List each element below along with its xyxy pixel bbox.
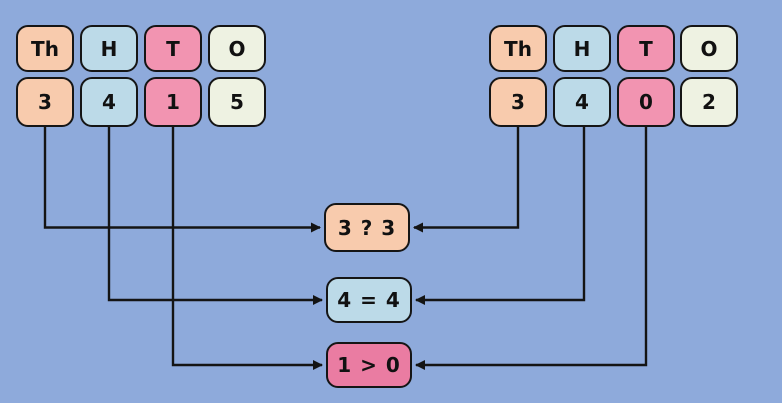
- arrow-right-thousands: [413, 126, 520, 233]
- arrow-left-tens: [171, 126, 323, 370]
- right-digit-ones: 2: [680, 77, 738, 127]
- arrow-left-hundreds: [107, 126, 323, 305]
- arrow-left-thousands: [43, 126, 321, 233]
- right-digit-thousands: 3: [489, 77, 547, 127]
- right-digit-tens: 0: [617, 77, 675, 127]
- left-header-thousands: Th: [16, 25, 74, 72]
- right-header-ones: O: [680, 25, 738, 72]
- comparison-hundreds-box: 4 = 4: [326, 277, 412, 323]
- left-header-hundreds: H: [80, 25, 138, 72]
- arrow-right-hundreds: [415, 126, 586, 305]
- comparison-tens-box: 1 > 0: [326, 342, 412, 388]
- left-digit-ones: 5: [208, 77, 266, 127]
- left-header-ones: O: [208, 25, 266, 72]
- right-header-hundreds: H: [553, 25, 611, 72]
- left-header-tens: T: [144, 25, 202, 72]
- arrow-right-tens: [415, 126, 648, 370]
- right-header-tens: T: [617, 25, 675, 72]
- left-digit-tens: 1: [144, 77, 202, 127]
- right-header-thousands: Th: [489, 25, 547, 72]
- comparison-thousands-box: 3 ? 3: [324, 203, 410, 252]
- left-digit-thousands: 3: [16, 77, 74, 127]
- left-digit-hundreds: 4: [80, 77, 138, 127]
- right-digit-hundreds: 4: [553, 77, 611, 127]
